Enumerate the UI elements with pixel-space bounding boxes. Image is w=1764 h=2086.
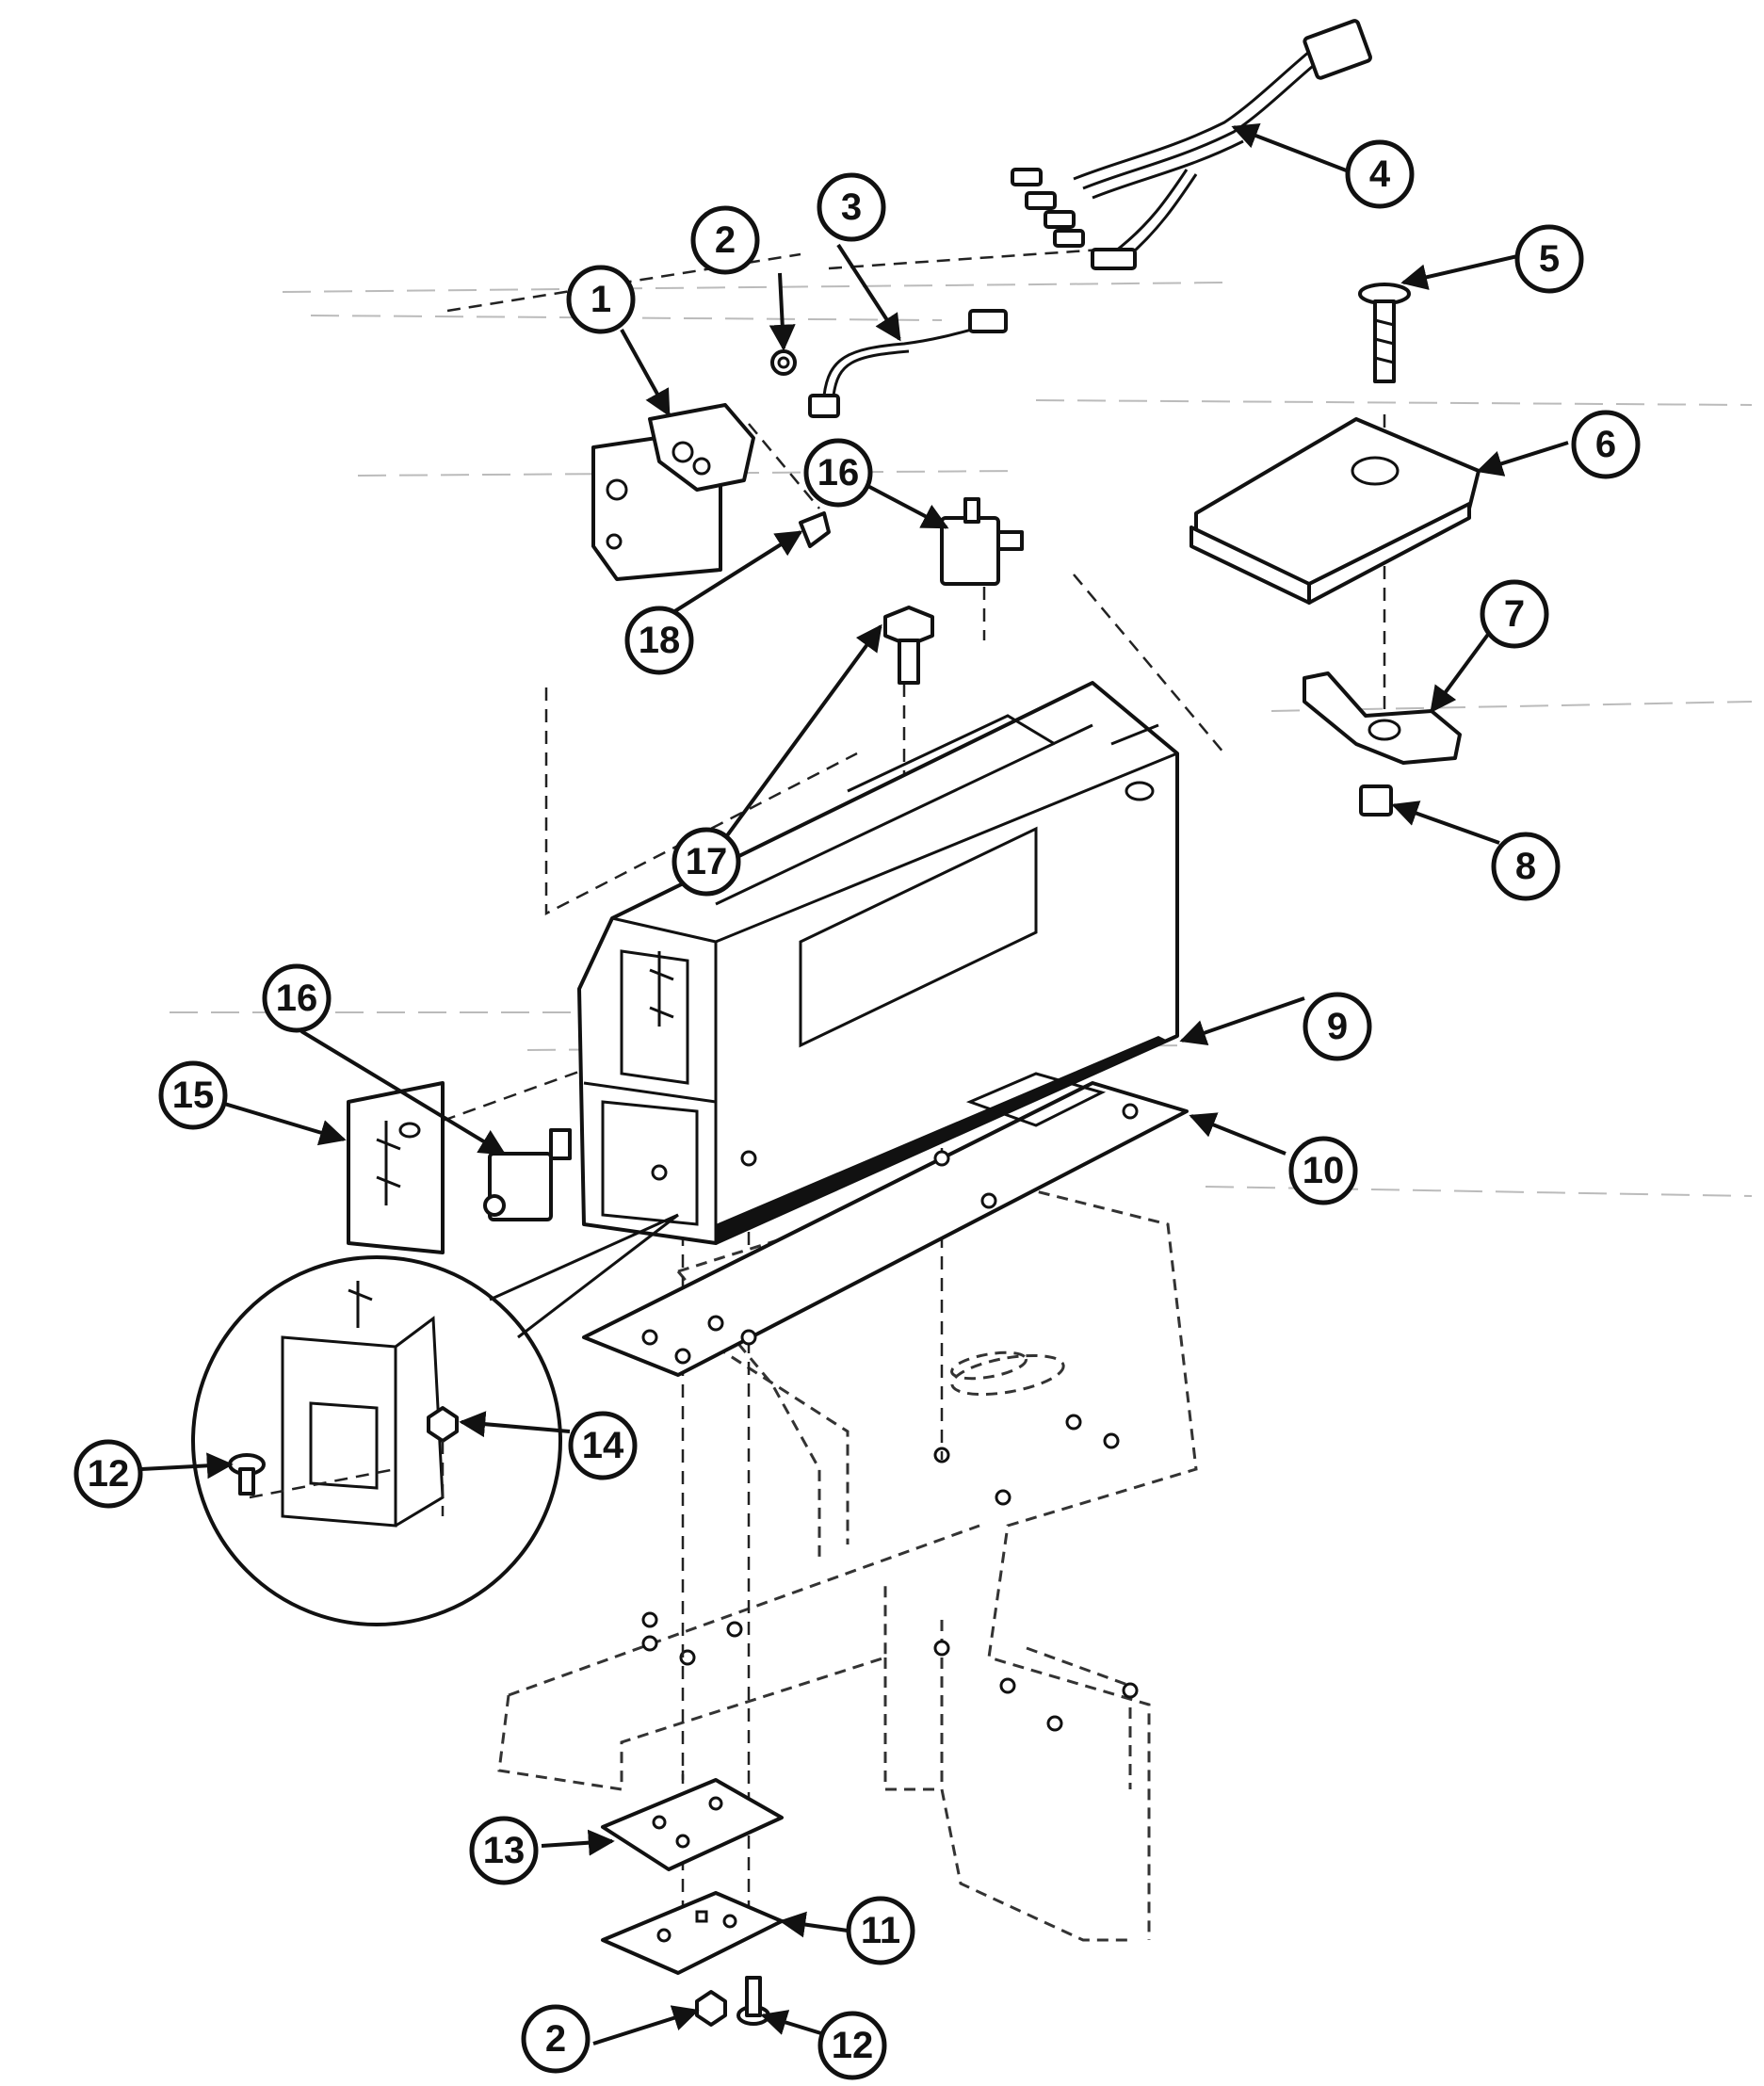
switch-bracket: [591, 403, 755, 581]
callout-18: 18: [624, 606, 694, 675]
callout-6: 6: [1571, 410, 1641, 479]
callout-label: 7: [1504, 593, 1525, 635]
callout-14: 14: [568, 1411, 638, 1480]
spacer-plate: [601, 1778, 784, 1871]
nut-bottom: [695, 1990, 727, 2027]
end-panel: [347, 1081, 445, 1254]
callout-label: 14: [582, 1425, 624, 1466]
callout-4: 4: [1345, 139, 1415, 209]
callout-label: 13: [483, 1830, 526, 1871]
callout-16-top: 16: [803, 438, 873, 508]
callout-label: 9: [1327, 1006, 1348, 1047]
callout-label: 17: [686, 841, 728, 882]
callout-12-bottom: 12: [817, 2011, 887, 2080]
callout-label: 2: [715, 219, 736, 261]
small-block: [1359, 784, 1393, 817]
callout-label: 2: [545, 2018, 566, 2060]
callout-label: 12: [832, 2025, 874, 2066]
callout-11: 11: [846, 1896, 915, 1965]
leader-lines: [140, 122, 1569, 2046]
main-housing: [577, 681, 1179, 1245]
switch-left: [483, 1128, 572, 1221]
bolt: [883, 606, 934, 685]
callout-17: 17: [672, 827, 741, 897]
callout-label: 16: [817, 452, 860, 493]
callout-3: 3: [817, 172, 886, 242]
callout-13: 13: [469, 1816, 539, 1885]
callout-label: 3: [841, 186, 862, 228]
callout-label: 8: [1515, 846, 1536, 887]
base-plate: [582, 1072, 1189, 1377]
detail-view: [191, 1213, 679, 1626]
callout-16-left: 16: [262, 963, 332, 1033]
callout-label: 6: [1595, 424, 1616, 465]
switch-top: [940, 497, 1024, 586]
clip: [799, 511, 831, 548]
callout-5: 5: [1514, 224, 1584, 294]
callout-2-bottom: 2: [521, 2004, 591, 2074]
callout-8: 8: [1491, 832, 1561, 901]
callout-15: 15: [158, 1060, 228, 1130]
support-bracket: [1303, 671, 1462, 765]
callout-1: 1: [566, 265, 636, 334]
callout-2-top: 2: [690, 205, 760, 275]
callout-label: 1: [591, 279, 611, 320]
screw: [1358, 283, 1411, 383]
callout-label: 15: [172, 1075, 215, 1116]
wire-with-connector: [808, 309, 1008, 418]
callout-label: 12: [88, 1453, 130, 1495]
cover-plate: [1189, 417, 1481, 605]
callout-7: 7: [1480, 579, 1549, 649]
mounting-plate: [601, 1891, 784, 1975]
callout-label: 4: [1369, 154, 1391, 195]
callout-10: 10: [1288, 1136, 1358, 1205]
callout-label: 18: [639, 620, 681, 661]
callout-label: 11: [861, 1910, 900, 1951]
callout-12-detail: 12: [73, 1439, 143, 1509]
callout-9: 9: [1303, 992, 1372, 1061]
nut-top: [770, 349, 797, 376]
callout-label: 10: [1303, 1150, 1345, 1191]
wire-harness: [1011, 19, 1372, 270]
callout-label: 5: [1539, 238, 1560, 280]
callout-label: 16: [276, 978, 318, 1019]
